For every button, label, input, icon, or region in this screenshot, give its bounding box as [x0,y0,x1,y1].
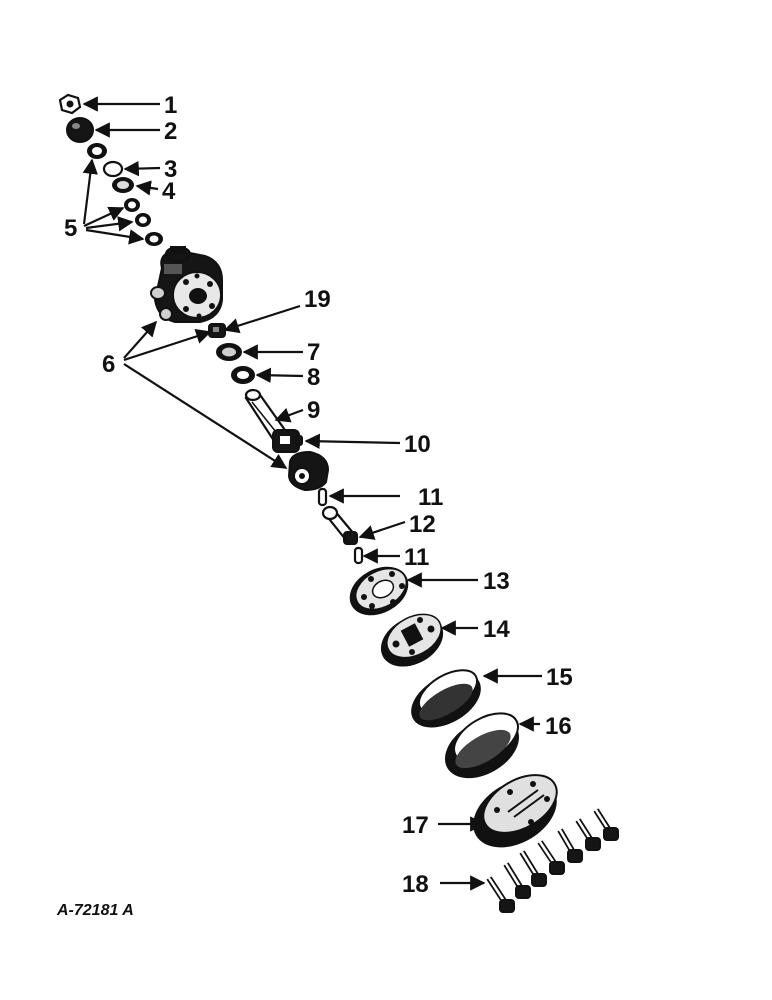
part-1-nut [58,93,82,115]
callout-12: 12 [409,511,436,538]
callout-11-upper: 11 [418,484,443,511]
bolt-2 [503,862,531,899]
bolt-1 [486,876,515,913]
part-13-plate [349,566,409,616]
callout-2: 2 [164,118,177,145]
bolt-4 [537,840,565,875]
part-8-o-ring [231,366,255,384]
callout-19: 19 [304,286,331,313]
part-4-washer [112,177,134,193]
callout-15: 15 [546,664,573,691]
part-18-bolts [486,808,619,913]
part-17-end-cover [473,774,558,848]
callout-17: 17 [402,812,429,839]
callout-7: 7 [307,339,320,366]
part-16-ring [445,712,519,779]
callout-labels: 1 2 3 4 5 6 19 7 8 9 10 11 12 11 13 14 1… [64,92,573,898]
callout-18: 18 [402,871,429,898]
figure-reference: A-72181 A [56,902,134,919]
bolt-5 [557,828,583,863]
part-11-pin-upper [317,487,328,507]
part-9-shaft [244,388,300,453]
part-10-pin [295,435,303,446]
leader-lines [82,96,542,891]
part-3-ring [102,160,124,178]
part-5-seal-ring-b [124,198,140,212]
part-5-seal-ring-d [145,232,163,246]
part-2-cap [66,117,94,143]
part-5-seal-ring-a [87,143,107,159]
callout-10: 10 [404,431,431,458]
part-5-seal-ring-c [135,213,151,227]
part-11-pin-lower [353,546,364,565]
part-6-pump-body [150,246,223,323]
callout-4: 4 [162,178,176,205]
bolt-7 [593,808,619,841]
part-12-bolt [321,505,358,545]
part-19-plug [208,323,226,338]
part-15-ring [411,669,481,728]
part-6-rotor-housing [287,450,330,492]
callout-8: 8 [307,364,320,391]
callout-13: 13 [483,568,510,595]
callout-5: 5 [64,215,77,242]
callout-9: 9 [307,397,320,424]
callout-3: 3 [164,156,177,183]
callout-11-lower: 11 [404,544,429,571]
bolt-6 [575,818,601,851]
part-14-rotor [380,613,444,667]
part-7-washer [216,343,242,361]
callout-1: 1 [164,92,177,119]
callout-16: 16 [545,713,572,740]
bolt-3 [519,850,547,887]
callout-6: 6 [102,351,115,378]
callout-14: 14 [483,616,510,643]
